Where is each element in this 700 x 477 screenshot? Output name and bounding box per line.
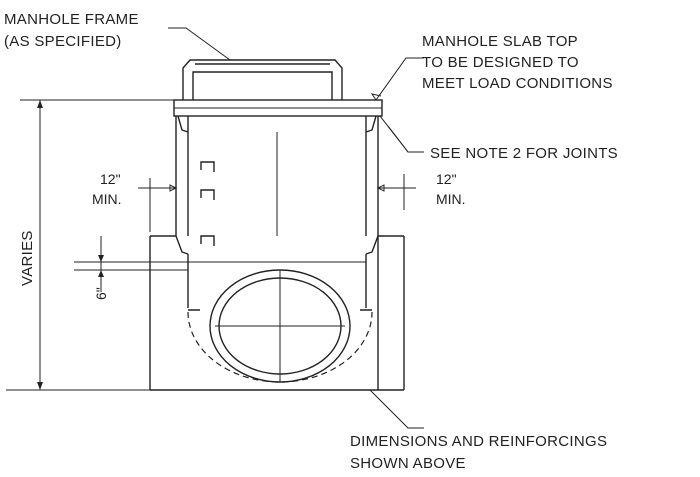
slab-label-line3: MEET LOAD CONDITIONS — [422, 75, 613, 92]
top-joint — [177, 115, 377, 133]
base-leader — [369, 389, 424, 429]
frame-leader — [168, 27, 231, 61]
varies-dimension — [6, 99, 174, 391]
six-inch-label: 6" — [93, 287, 109, 300]
right-min-dimension — [376, 174, 416, 210]
base-section — [74, 235, 405, 391]
slab-label-line2: TO BE DESIGNED TO — [422, 54, 579, 71]
slab-label-line1: MANHOLE SLAB TOP — [422, 33, 578, 50]
varies-label: VARIES — [19, 230, 36, 286]
manhole-steps — [200, 161, 215, 246]
joints-leader — [379, 115, 424, 153]
frame-label-line1: MANHOLE FRAME — [4, 11, 139, 28]
right-dim-unit: MIN. — [436, 191, 466, 207]
pipe-opening — [187, 269, 373, 383]
base-label-line1: DIMENSIONS AND REINFORCINGS — [350, 433, 607, 450]
right-dim-value: 12" — [436, 171, 457, 187]
left-min-dimension — [138, 178, 178, 232]
six-inch-dimension — [98, 236, 104, 292]
frame-label-line2: (AS SPECIFIED) — [4, 33, 122, 50]
base-label-line2: SHOWN ABOVE — [350, 455, 466, 472]
left-dim-unit: MIN. — [92, 191, 122, 207]
left-dim-value: 12" — [100, 171, 121, 187]
riser-walls — [175, 116, 379, 236]
joints-note-label: SEE NOTE 2 FOR JOINTS — [430, 145, 618, 162]
manhole-frame — [182, 59, 343, 100]
slab-top — [173, 99, 383, 117]
slab-leader — [320, 57, 424, 101]
